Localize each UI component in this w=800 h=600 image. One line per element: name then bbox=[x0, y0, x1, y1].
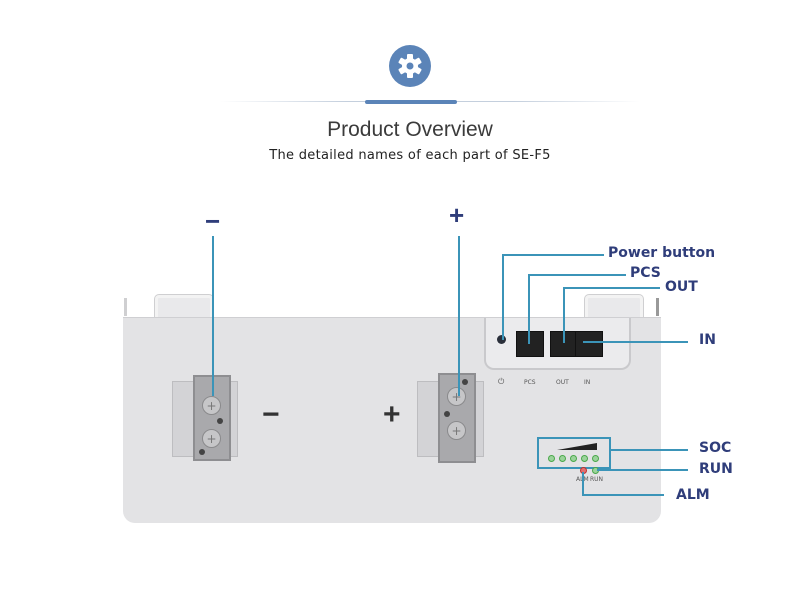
soc-led bbox=[592, 455, 599, 462]
bolt-dot bbox=[217, 418, 223, 424]
gear-icon bbox=[389, 45, 431, 87]
negative-terminal-guard-left bbox=[172, 381, 194, 457]
leader-line-soc bbox=[609, 449, 688, 451]
leader-line-negative bbox=[212, 236, 214, 396]
leader-line-alm-h bbox=[582, 494, 664, 496]
callout-pcs: PCS bbox=[630, 265, 661, 281]
leader-line-run bbox=[597, 469, 688, 471]
power-button[interactable] bbox=[497, 335, 506, 344]
leader-line-out bbox=[563, 287, 565, 343]
soc-led bbox=[570, 455, 577, 462]
soc-ramp-icon bbox=[557, 443, 597, 450]
callout-positive: + bbox=[449, 200, 465, 230]
leader-line-pcs-h bbox=[528, 274, 626, 276]
page-title: Product Overview bbox=[327, 118, 493, 141]
leader-line-power bbox=[502, 254, 504, 340]
leader-line-alm bbox=[582, 472, 584, 494]
callout-out: OUT bbox=[665, 279, 698, 295]
pcs-port-label: PCS bbox=[524, 379, 536, 386]
positive-symbol: + bbox=[383, 398, 401, 431]
run-led-label: RUN bbox=[590, 476, 604, 483]
leader-line-positive bbox=[458, 236, 460, 396]
right-latch bbox=[656, 298, 659, 316]
soc-led bbox=[581, 455, 588, 462]
page-subtitle: The detailed names of each part of SE-F5 bbox=[269, 148, 551, 163]
left-latch bbox=[124, 298, 127, 316]
screw-icon: + bbox=[447, 421, 466, 440]
callout-alm: ALM bbox=[676, 487, 710, 503]
leader-line-in bbox=[583, 341, 688, 343]
callout-negative: − bbox=[205, 206, 221, 236]
divider-accent bbox=[365, 100, 457, 104]
leader-line-pcs bbox=[528, 274, 530, 344]
power-icon: ⏻ bbox=[498, 377, 505, 386]
positive-terminal-guard-left bbox=[417, 381, 439, 457]
callout-power-button: Power button bbox=[608, 245, 716, 261]
screw-icon: + bbox=[202, 429, 221, 448]
negative-symbol: − bbox=[262, 398, 280, 431]
bolt-dot bbox=[444, 411, 450, 417]
right-handle bbox=[585, 295, 643, 318]
screw-icon: + bbox=[202, 396, 221, 415]
left-handle bbox=[155, 295, 213, 318]
screw-icon: + bbox=[447, 387, 466, 406]
bolt-dot bbox=[462, 379, 468, 385]
in-port[interactable] bbox=[575, 331, 603, 357]
in-port-label: IN bbox=[584, 379, 591, 386]
leader-line-power-h bbox=[502, 254, 604, 256]
leader-line-out-h bbox=[563, 287, 660, 289]
soc-indicator-box bbox=[537, 437, 611, 469]
bolt-dot bbox=[199, 449, 205, 455]
soc-led bbox=[548, 455, 555, 462]
callout-in: IN bbox=[699, 332, 716, 348]
pcs-port[interactable] bbox=[516, 331, 544, 357]
positive-terminal: + + bbox=[438, 373, 476, 463]
callout-run: RUN bbox=[699, 461, 733, 477]
callout-soc: SOC bbox=[699, 440, 732, 456]
out-port-label: OUT bbox=[556, 379, 569, 386]
soc-led bbox=[559, 455, 566, 462]
